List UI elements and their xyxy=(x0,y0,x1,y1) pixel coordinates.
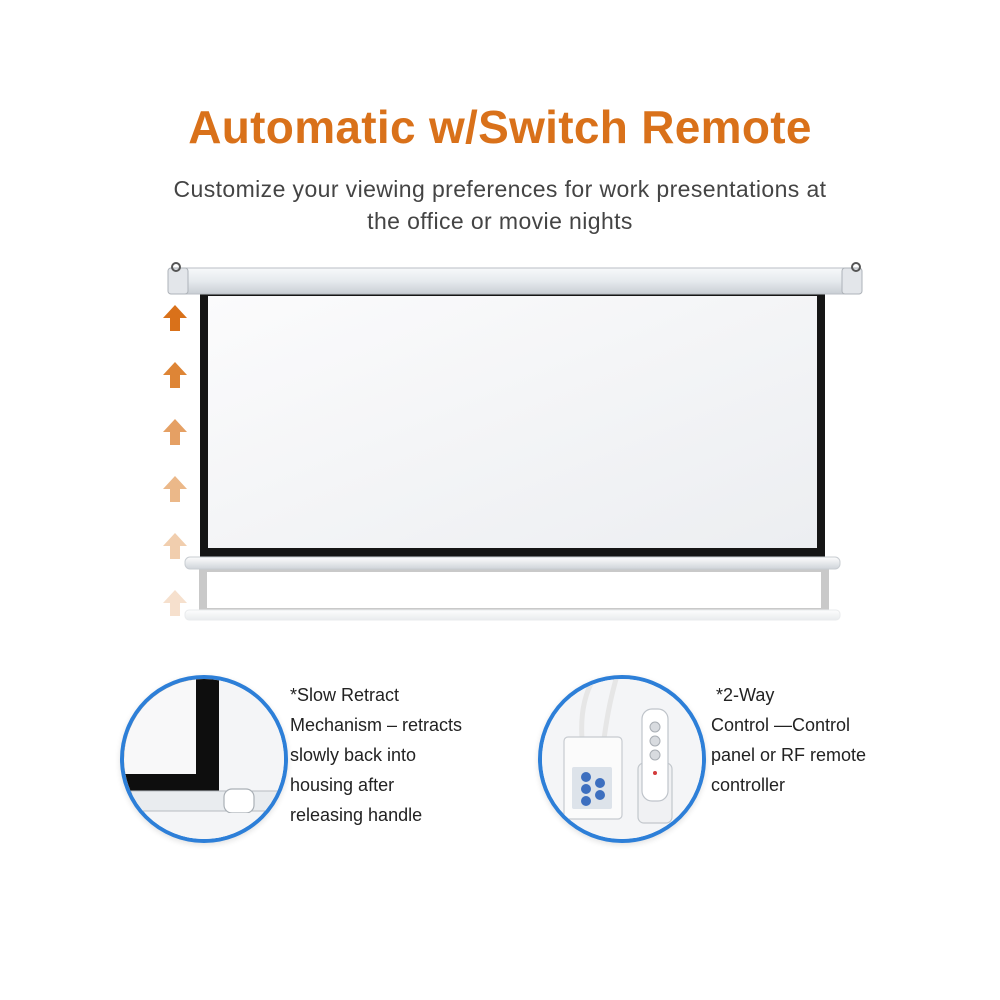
screen-corner-icon xyxy=(120,675,288,843)
subtitle-line: Customize your viewing preferences for w… xyxy=(173,176,827,202)
feature-line: *2-Way xyxy=(711,685,775,705)
up-arrow-icon xyxy=(160,588,190,618)
feature-line: Mechanism – retracts xyxy=(290,715,463,735)
subtitle-line: the office or movie nights xyxy=(367,208,633,234)
up-arrow-icon xyxy=(160,531,190,561)
subtitle: Customize your viewing preferences for w… xyxy=(120,173,880,237)
screen-top-case xyxy=(167,267,863,295)
feature-line: slowly back into xyxy=(290,745,417,765)
page-title: Automatic w/Switch Remote xyxy=(188,101,812,153)
feature-line: *Slow Retract xyxy=(290,685,400,705)
up-arrow-icon xyxy=(160,417,190,447)
feature-line: releasing handle xyxy=(290,805,423,825)
feature-line: Control —Control xyxy=(711,715,851,735)
mount-hook-left xyxy=(171,262,181,272)
feature-two-way-control-text: *2-Way Control —Control panel or RF remo… xyxy=(711,680,866,800)
projection-screen-illustration xyxy=(167,262,863,621)
screen-ghost-frame xyxy=(184,564,841,621)
feature-line: housing after xyxy=(290,775,395,795)
screen-bottom-bar xyxy=(184,556,841,570)
mount-hook-right xyxy=(851,262,861,272)
remote-control-icon xyxy=(538,675,706,843)
feature-line: controller xyxy=(711,775,786,795)
feature-slow-retract-text: *Slow Retract Mechanism – retracts slowl… xyxy=(290,680,462,830)
up-arrow-icon xyxy=(160,474,190,504)
feature-line: panel or RF remote xyxy=(711,745,867,765)
up-arrow-icon xyxy=(160,360,190,390)
screen-surface xyxy=(208,296,817,548)
up-arrow-icon xyxy=(160,303,190,333)
